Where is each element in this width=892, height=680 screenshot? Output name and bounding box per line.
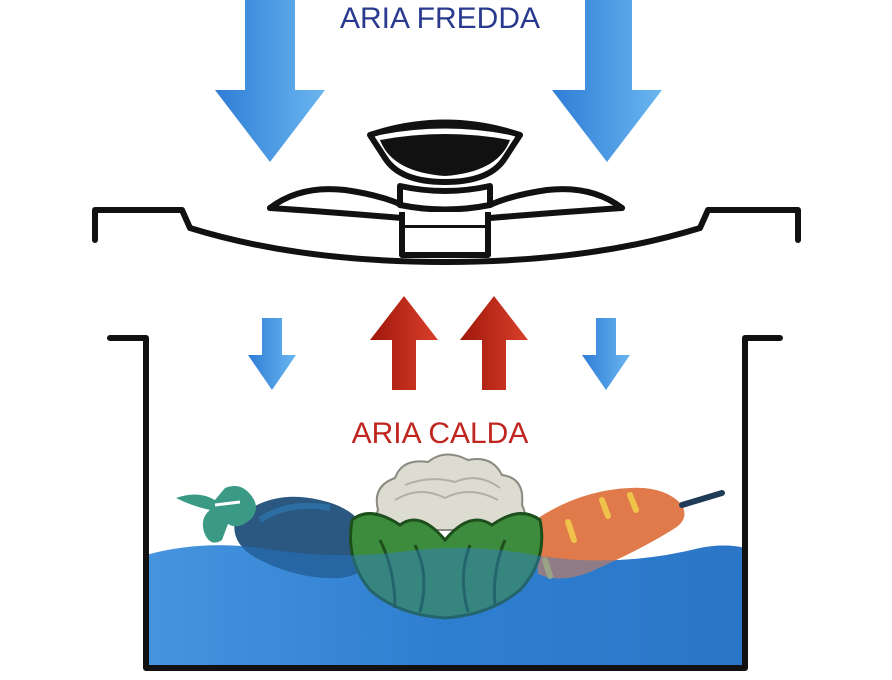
- cauliflower-icon: [348, 453, 544, 620]
- arrow-down-icon: [248, 318, 296, 390]
- pot-body: [107, 335, 783, 671]
- water-surface: [146, 545, 745, 668]
- lid-handles: [267, 186, 625, 221]
- arrow-up-icon: [460, 296, 528, 390]
- pot-lid: [92, 207, 801, 265]
- arrow-down-icon: [582, 318, 630, 390]
- arrow-down-icon: [215, 0, 325, 162]
- hot-air-label: ARIA CALDA: [352, 417, 529, 450]
- arrow-down-icon: [552, 0, 662, 162]
- carrot-icon: [535, 487, 725, 579]
- eggplant-icon: [176, 486, 371, 579]
- arrow-up-icon: [370, 296, 438, 390]
- cold-air-label: ARIA FREDDA: [340, 2, 540, 35]
- lid-knob-icon: [367, 119, 523, 258]
